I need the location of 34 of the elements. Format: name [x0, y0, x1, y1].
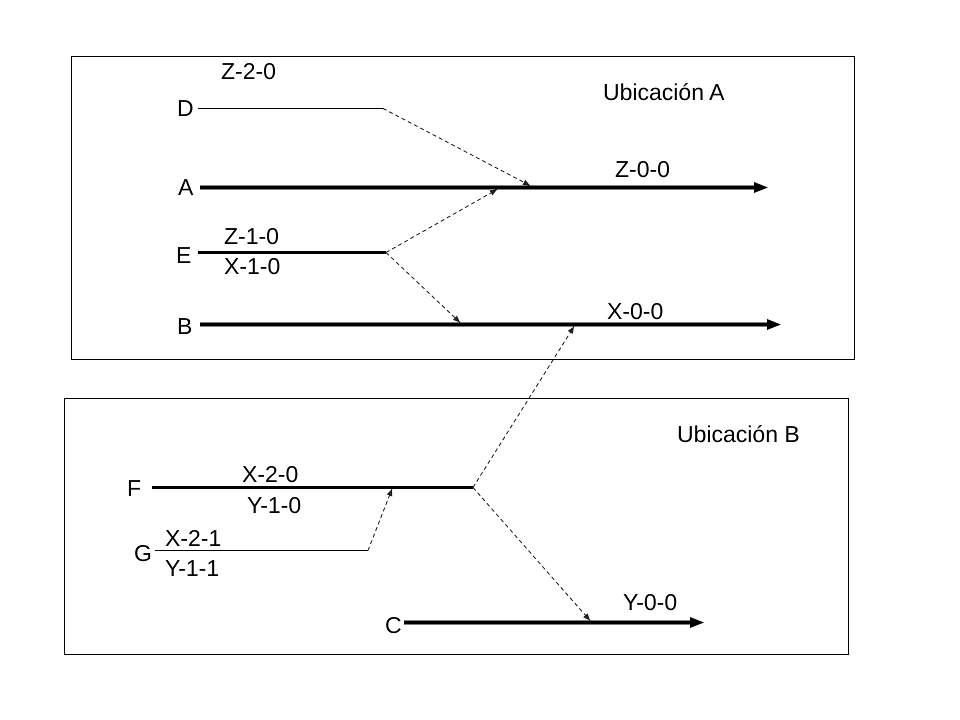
horizontal-line — [198, 251, 386, 254]
dashed-arrow — [382, 108, 530, 186]
dashed-arrow — [472, 487, 590, 621]
dashed-arrow — [386, 252, 460, 323]
dashed-arrow — [386, 189, 498, 253]
code-label: Z-2-0 — [221, 62, 276, 82]
panel-title: Ubicación A — [603, 82, 724, 102]
horizontal-arrow — [404, 617, 704, 628]
code-label: X-1-0 — [224, 256, 280, 276]
horizontal-line — [198, 108, 383, 109]
code-label: X-2-0 — [242, 464, 298, 484]
dashed-arrow — [368, 488, 392, 551]
code-label: X-0-0 — [607, 302, 664, 322]
code-label: Z-1-0 — [224, 226, 279, 246]
code-label: Z-0-0 — [615, 160, 670, 180]
line-letter: E — [176, 246, 192, 266]
horizontal-line — [155, 550, 368, 551]
horizontal-arrow — [200, 319, 781, 330]
line-letter: A — [178, 178, 194, 198]
horizontal-arrow — [200, 182, 768, 193]
dashed-arrow — [472, 326, 574, 488]
line-letter: D — [177, 98, 194, 118]
code-label: X-2-1 — [165, 528, 222, 548]
line-letter: F — [127, 478, 142, 498]
location-panel — [64, 398, 849, 655]
code-label: Y-1-1 — [165, 558, 220, 578]
line-letter: G — [134, 544, 152, 564]
horizontal-line — [152, 486, 473, 489]
panel-title: Ubicación B — [677, 424, 800, 444]
location-panel — [71, 56, 855, 360]
line-letter: C — [385, 616, 402, 636]
line-letter: B — [177, 316, 192, 336]
code-label: Y-0-0 — [623, 592, 678, 612]
code-label: Y-1-0 — [247, 496, 302, 516]
